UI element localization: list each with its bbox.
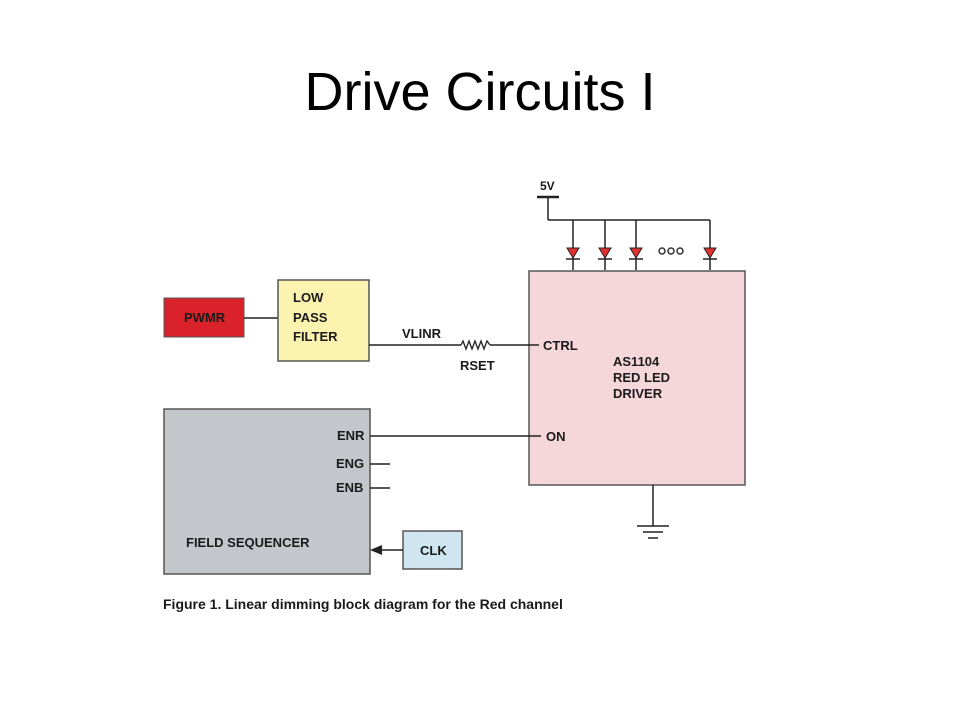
driver-pin-on: ON: [546, 429, 566, 444]
filter-line-3: FILTER: [293, 329, 338, 344]
led-3: [629, 220, 643, 270]
vlinr-label: VLINR: [402, 326, 442, 341]
supply-label: 5V: [540, 179, 555, 193]
driver-pin-ctrl: CTRL: [543, 338, 578, 353]
field-sequencer-block: [163, 408, 371, 575]
pin-enb: ENB: [336, 480, 363, 495]
pin-enr: ENR: [337, 428, 365, 443]
led-1: [566, 220, 580, 270]
led-ellipsis: [658, 247, 684, 255]
filter-line-1: LOW: [293, 290, 324, 305]
driver-line-1: AS1104: [613, 354, 660, 369]
ground-symbol: [637, 485, 669, 539]
driver-line-3: DRIVER: [613, 386, 663, 401]
figure-caption: Figure 1. Linear dimming block diagram f…: [163, 596, 563, 612]
led-string: [566, 220, 717, 270]
field-sequencer-label: FIELD SEQUENCER: [186, 535, 310, 550]
pin-eng: ENG: [336, 456, 364, 471]
rset-label: RSET: [460, 358, 495, 373]
slide-title: Drive Circuits I: [304, 62, 656, 122]
led-driver-block: [528, 270, 746, 486]
clock-label: CLK: [420, 543, 447, 558]
led-n: [703, 220, 717, 270]
pwm-label: PWMR: [184, 310, 226, 325]
rset-resistor: [460, 339, 491, 351]
pwm-block: [163, 297, 245, 338]
driver-line-2: RED LED: [613, 370, 670, 385]
clock-arrow-icon: [370, 545, 382, 555]
low-pass-filter-block: [277, 279, 370, 362]
led-2: [598, 220, 612, 270]
filter-line-2: PASS: [293, 310, 328, 325]
